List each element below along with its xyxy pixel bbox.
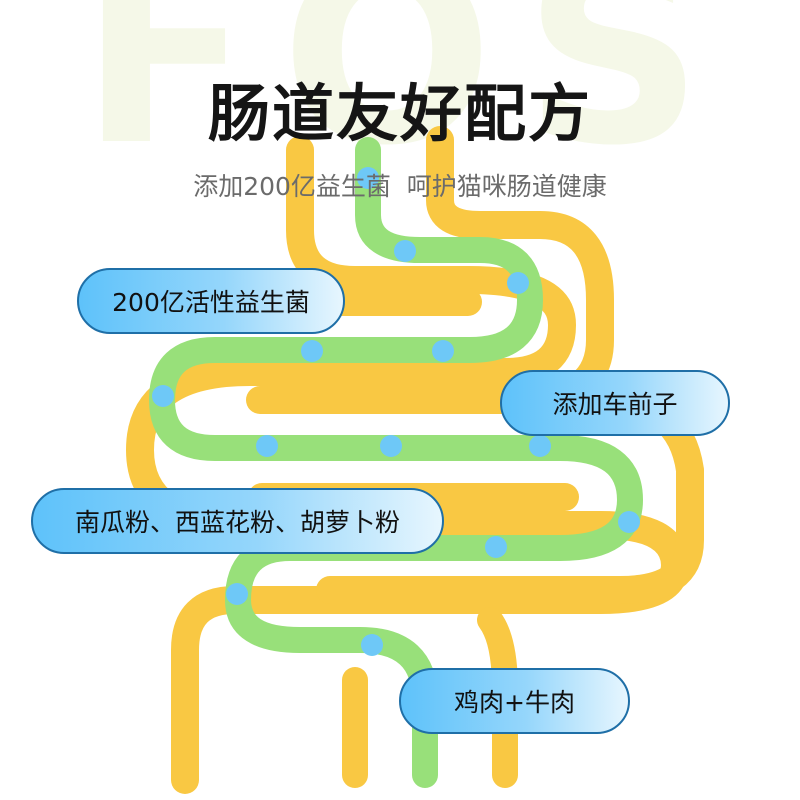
probiotic-dot [485,536,507,558]
label-probiotics: 200亿活性益生菌 [77,268,345,334]
probiotic-dot [152,385,174,407]
probiotic-dot [301,340,323,362]
page-subtitle: 添加200亿益生菌 呵护猫咪肠道健康 [193,172,607,201]
probiotic-dot [618,511,640,533]
probiotic-dot [380,435,402,457]
label-vegetables: 南瓜粉、西蓝花粉、胡萝卜粉 [31,488,444,554]
label-meat: 鸡肉+牛肉 [399,668,630,734]
probiotic-dot [507,272,529,294]
fos-watermark: FOS [80,0,734,200]
probiotic-dot [226,583,248,605]
probiotic-dots [152,167,640,656]
probiotic-dot [361,634,383,656]
probiotic-dot [256,435,278,457]
label-plantago: 添加车前子 [500,370,730,436]
probiotic-dot [529,435,551,457]
page-title: 肠道友好配方 [207,77,592,150]
probiotic-dot [432,340,454,362]
probiotic-dot [394,240,416,262]
probiotic-dot [357,167,379,189]
